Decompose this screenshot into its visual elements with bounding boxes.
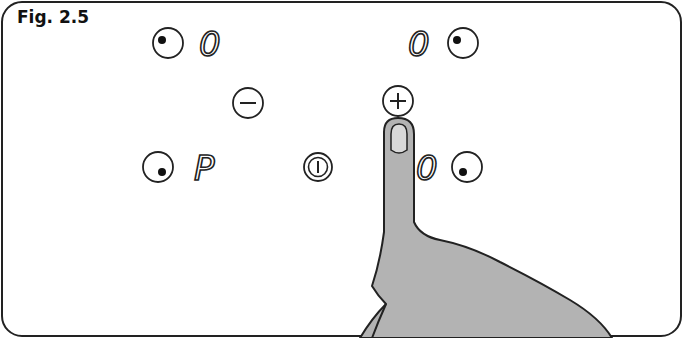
power-level-display: 0 [408, 27, 430, 61]
figure-number: Fig. 2.5 [17, 9, 89, 26]
plus-button [383, 86, 413, 116]
power-level-display: P [194, 151, 215, 185]
power-level-display: 0 [199, 27, 221, 61]
zone-selector [452, 152, 482, 182]
zone-selector [448, 28, 478, 58]
power-level-display: 0 [416, 151, 438, 185]
power-button [304, 153, 332, 181]
pointing-hand [360, 118, 612, 338]
zone-selector [153, 28, 183, 58]
minus-button [233, 88, 263, 118]
zone-selector [143, 152, 173, 182]
